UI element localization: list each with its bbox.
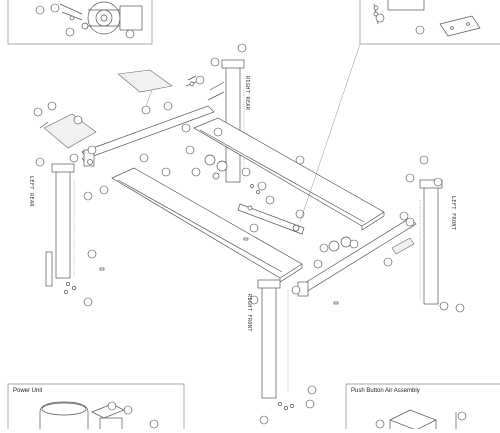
- power-unit-panel: Power Unit: [7, 383, 185, 433]
- post-label-right-rear: RIGHT REAR: [244, 76, 250, 111]
- power-unit-caption: Power Unit: [13, 388, 43, 394]
- air-assembly-caption: Push Button Air Assembly: [351, 388, 420, 394]
- front-cross-beam: [297, 217, 417, 297]
- post-right-front: RIGHT FRONT: [246, 279, 317, 425]
- post-left-front: LEFT FRONT: [399, 155, 465, 313]
- cover-plate: [33, 101, 97, 149]
- sheave-assembly-front: [313, 236, 359, 269]
- hardware-bits: [99, 184, 339, 305]
- detail-box-top-right: [359, 0, 500, 45]
- post-label-left-front: LEFT FRONT: [450, 196, 456, 230]
- post-left-rear: LEFT REAR: [28, 153, 97, 307]
- post-label-left-rear: LEFT REAR: [28, 176, 34, 207]
- post-label-right-front: RIGHT FRONT: [246, 294, 252, 332]
- leader-line: [299, 43, 361, 223]
- rear-cross-beam: [81, 101, 215, 167]
- drip-tray: [117, 69, 173, 115]
- air-assembly-panel: Push Button Air Assembly: [345, 383, 500, 432]
- sheave-assembly: [185, 145, 267, 191]
- runway-left: [99, 153, 303, 283]
- detail-box-top-left: [7, 0, 153, 45]
- runway-right: [193, 117, 385, 231]
- hydraulic-cylinder: [237, 195, 305, 235]
